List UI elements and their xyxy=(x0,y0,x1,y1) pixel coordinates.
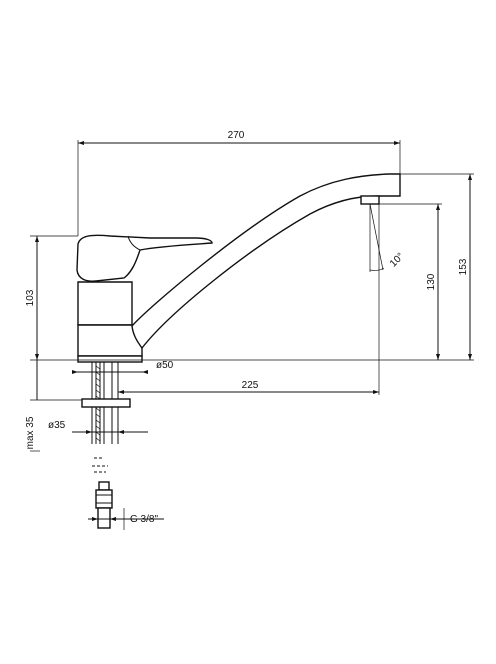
dimension-lines xyxy=(30,140,474,530)
max-thickness-label: max 35 xyxy=(25,416,36,449)
body-height-label: 103 xyxy=(25,289,36,306)
mounting-hardware xyxy=(81,362,131,529)
spout-height-label: 130 xyxy=(426,273,437,290)
cartridge-housing xyxy=(77,281,133,326)
lever-handle xyxy=(76,234,213,282)
total-length-label: 270 xyxy=(228,130,245,141)
mounting-plate xyxy=(81,398,131,408)
spout-reach-label: 225 xyxy=(242,380,259,391)
base-plate xyxy=(77,355,143,363)
faucet-body xyxy=(76,173,401,363)
mount-diameter-label: ø35 xyxy=(48,420,66,431)
total-height-label: 153 xyxy=(458,258,469,275)
aerator xyxy=(360,195,380,205)
connection-thread-label: G 3/8" xyxy=(130,514,158,525)
hose-connector xyxy=(95,481,113,529)
spout xyxy=(131,173,401,350)
base-diameter-label: ø50 xyxy=(156,360,174,371)
spout-angle-label: 10° xyxy=(388,251,406,269)
